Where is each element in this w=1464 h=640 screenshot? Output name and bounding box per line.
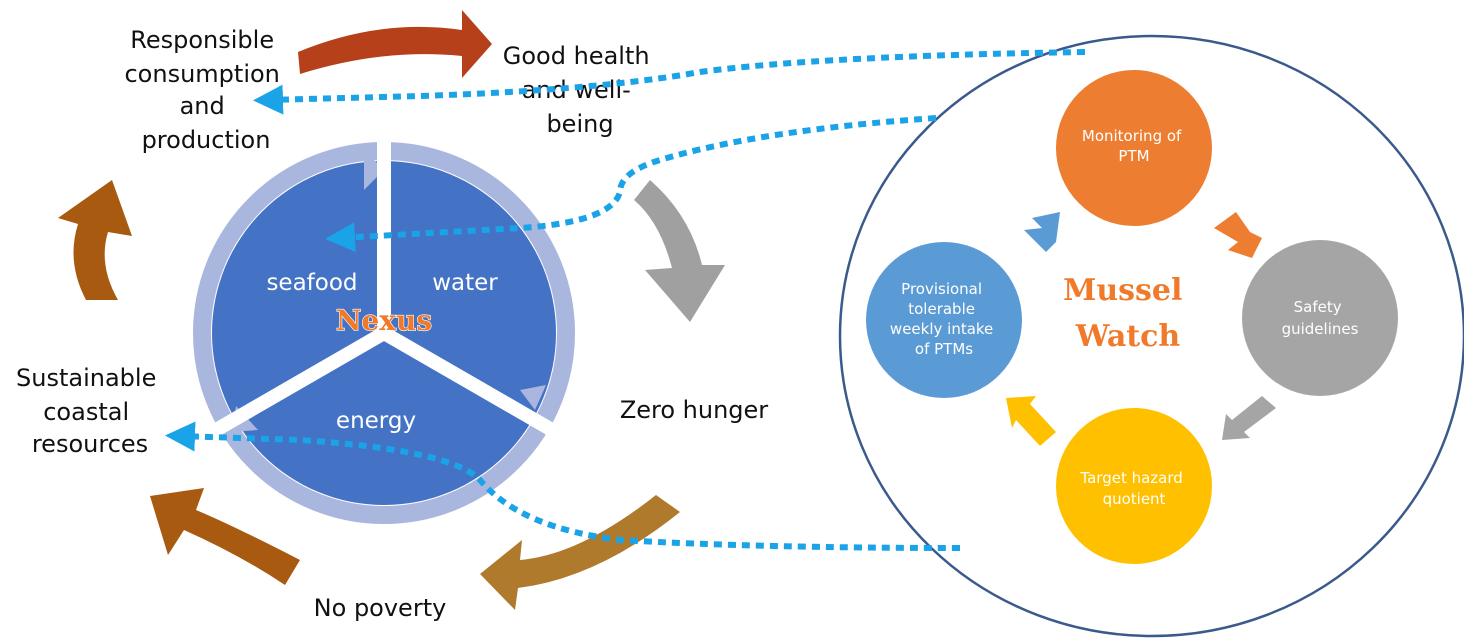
arrow-poverty-to-sustainable (150, 488, 300, 585)
mussel-watch-panel: Monitoring of PTM Safety guidelines Targ… (838, 34, 1464, 638)
label-good-health: Good health and well- being (503, 42, 657, 138)
arrow-hunger-to-poverty (480, 495, 680, 610)
nexus-segment-seafood: seafood (266, 270, 357, 296)
node-monitoring-label: Monitoring of PTM (1082, 127, 1186, 165)
nexus-cycle: seafood water energy Nexus (193, 140, 575, 524)
arrow-safety-to-target (1222, 396, 1276, 440)
node-target-label: Target hazard quotient (1079, 469, 1187, 508)
arrow-health-to-hunger (634, 180, 725, 322)
nexus-title: Nexus (336, 304, 432, 337)
link-to-responsible (253, 49, 1086, 115)
arrow-monitoring-to-safety (1214, 212, 1262, 258)
node-monitoring-circle (1056, 70, 1212, 226)
node-provisional-label: Provisional tolerable weekly intake of P… (890, 280, 998, 358)
sdg-cycle (58, 10, 725, 610)
node-provisional-circle (866, 242, 1022, 398)
node-target-circle (1056, 408, 1212, 564)
mussel-watch-border (838, 34, 1464, 638)
node-safety: Safety guidelines (1242, 240, 1398, 396)
ring-arrowhead-top (364, 150, 384, 190)
label-no-poverty: No poverty (314, 594, 447, 622)
nexus-divider-right (380, 326, 556, 437)
arrow-provisional-to-monitoring (1024, 212, 1060, 252)
label-sustainable-coastal: Sustainable coastal resources (16, 364, 164, 458)
node-provisional: Provisional tolerable weekly intake of P… (866, 242, 1022, 398)
node-safety-circle (1242, 240, 1398, 396)
ring-arrowhead-right (520, 385, 546, 410)
link-to-nexus (325, 115, 937, 253)
nexus-segment-energy: energy (336, 408, 416, 434)
arrow-responsible-to-health (298, 10, 492, 78)
node-safety-label: Safety guidelines (1282, 298, 1359, 338)
arrow-target-to-provisional (1006, 396, 1056, 446)
nexus-segment-water: water (432, 270, 498, 296)
label-responsible-consumption: Responsible consumption and production (124, 26, 287, 154)
arrow-sustainable-to-responsible (58, 180, 132, 300)
mussel-watch-title: Mussel Watch (1063, 273, 1193, 354)
node-target-hazard: Target hazard quotient (1056, 408, 1212, 564)
link-to-sustainable (165, 421, 961, 551)
dotted-links (165, 49, 1086, 551)
node-monitoring: Monitoring of PTM (1056, 70, 1212, 226)
label-zero-hunger: Zero hunger (620, 396, 768, 424)
nexus-divider-left (212, 326, 388, 437)
